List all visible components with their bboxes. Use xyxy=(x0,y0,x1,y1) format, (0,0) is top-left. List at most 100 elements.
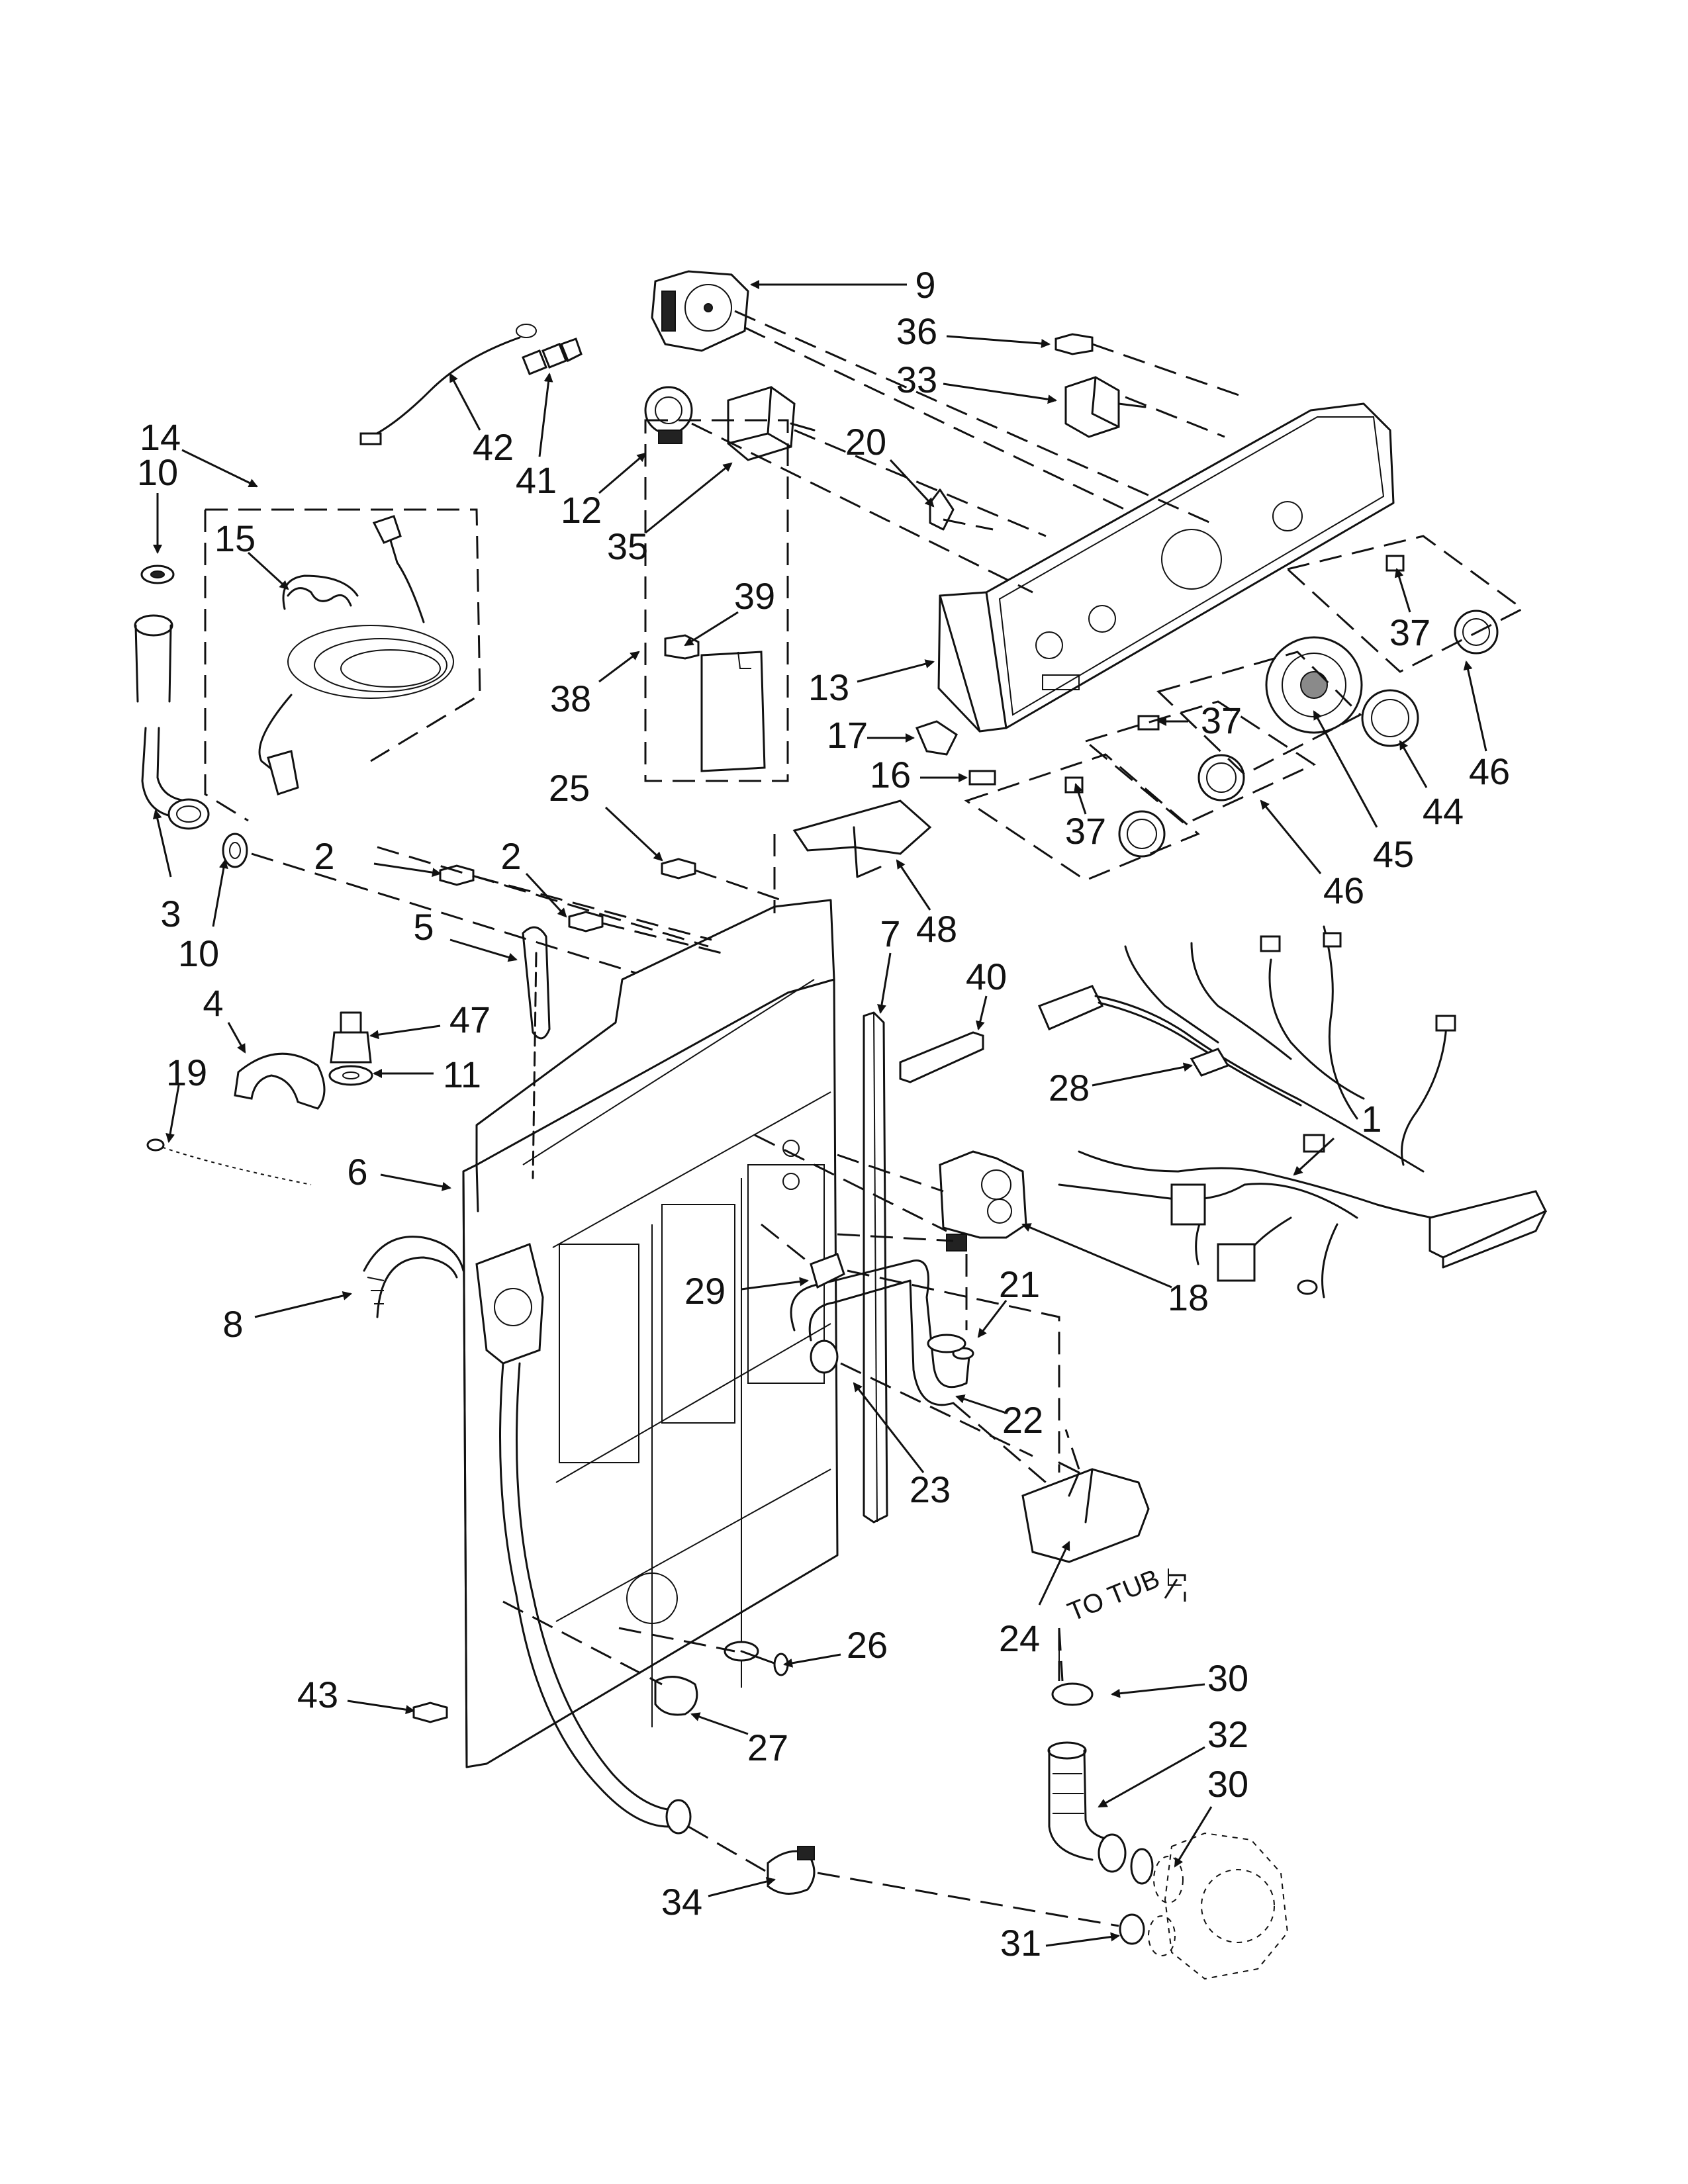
screw-43 xyxy=(412,1702,448,1723)
callout-c39: 39 xyxy=(734,575,775,617)
leader-c6 xyxy=(380,1173,451,1191)
callout-c29: 29 xyxy=(684,1270,726,1312)
leader-c29 xyxy=(741,1277,809,1291)
pressure-switch xyxy=(644,386,693,444)
cord-clamp-15 xyxy=(287,587,352,607)
leader-c38 xyxy=(598,651,640,683)
leader-c42 xyxy=(449,373,481,431)
leader-c5 xyxy=(449,938,518,962)
callout-c21: 21 xyxy=(999,1263,1040,1305)
callout-c5: 5 xyxy=(413,906,434,948)
leader-c15 xyxy=(247,551,289,590)
callout-c26: 26 xyxy=(847,1624,888,1666)
leader-c35 xyxy=(645,462,733,534)
callout-c36: 36 xyxy=(896,310,937,352)
leader-c25 xyxy=(604,806,663,862)
knob-44 xyxy=(1361,689,1419,747)
callout-c10a: 10 xyxy=(137,451,178,493)
cycle-switch xyxy=(727,386,816,461)
callout-c37b: 37 xyxy=(1201,700,1242,741)
bracket-40 xyxy=(899,1031,984,1083)
timer xyxy=(651,270,749,352)
callout-c33: 33 xyxy=(896,359,937,400)
ground-wire-42 xyxy=(359,324,537,445)
callout-c37c: 37 xyxy=(1065,810,1106,852)
callout-c48: 48 xyxy=(916,908,957,950)
wire-nuts-41 xyxy=(522,338,583,375)
leader-c36 xyxy=(946,335,1051,349)
callout-c41: 41 xyxy=(516,459,557,501)
callout-c27: 27 xyxy=(747,1727,788,1768)
dispenser-24 xyxy=(1021,1461,1150,1563)
leader-c44 xyxy=(1399,740,1428,788)
clamp-27 xyxy=(654,1676,698,1716)
drain-hose-8 xyxy=(363,1236,692,1835)
bracket-48 xyxy=(792,799,932,878)
leader-c39 xyxy=(684,611,739,647)
leader-c1 xyxy=(1293,1137,1335,1176)
callout-c14: 14 xyxy=(140,416,181,458)
cable-tie-19 xyxy=(146,1138,312,1185)
hose-clamp-34 xyxy=(767,1846,816,1895)
assembly-lines xyxy=(251,310,1245,1927)
leader-c46b xyxy=(1260,799,1322,874)
callout-c31: 31 xyxy=(1000,1922,1041,1964)
callout-c30a: 30 xyxy=(1207,1657,1248,1699)
leader-c28 xyxy=(1092,1062,1193,1087)
control-console xyxy=(937,402,1395,733)
callout-c20: 20 xyxy=(845,421,886,463)
side-channel-7 xyxy=(863,1011,888,1524)
knob-46-mid xyxy=(1197,754,1245,801)
callout-c10b: 10 xyxy=(178,933,219,974)
callout-c35: 35 xyxy=(607,525,648,567)
callout-leaders xyxy=(152,280,1487,1947)
leader-c2a xyxy=(373,862,442,878)
knob-45 xyxy=(1265,636,1363,734)
callout-c9: 9 xyxy=(915,264,935,306)
leader-c33 xyxy=(943,383,1057,404)
callout-c45: 45 xyxy=(1373,833,1414,875)
callout-c12: 12 xyxy=(561,489,602,531)
callout-c24: 24 xyxy=(999,1617,1040,1659)
callout-c23: 23 xyxy=(910,1469,951,1510)
leader-c47 xyxy=(369,1024,441,1040)
leader-c22 xyxy=(955,1394,1007,1414)
leader-c48 xyxy=(896,859,931,911)
leader-c30b xyxy=(1174,1806,1213,1868)
callout-c18: 18 xyxy=(1168,1277,1209,1318)
callout-c16: 16 xyxy=(870,754,911,796)
callout-c1: 1 xyxy=(1361,1098,1382,1140)
callout-c17: 17 xyxy=(827,714,868,756)
screw-39 xyxy=(664,634,700,660)
clip-16 xyxy=(968,770,996,786)
screw-36 xyxy=(1055,333,1094,355)
leader-c41 xyxy=(538,373,553,457)
callout-c2a: 2 xyxy=(314,835,334,877)
clamp-30-low xyxy=(1130,1848,1154,1885)
leader-c21 xyxy=(977,1300,1008,1338)
leader-c7 xyxy=(877,952,892,1014)
leader-c23 xyxy=(853,1382,925,1473)
callout-c46a: 46 xyxy=(1469,751,1510,792)
pump-hose-32 xyxy=(1047,1741,1127,1873)
clip-17 xyxy=(915,720,958,756)
leader-c34 xyxy=(708,1877,776,1897)
leader-c8 xyxy=(254,1291,352,1318)
wire-harness xyxy=(1038,925,1548,1298)
power-cord xyxy=(258,515,454,796)
leader-c26 xyxy=(783,1653,841,1668)
clamp-30-top xyxy=(1051,1682,1094,1706)
screw-2a xyxy=(439,864,475,886)
callout-c43: 43 xyxy=(297,1674,338,1715)
callout-c7: 7 xyxy=(880,913,900,954)
callout-c2b: 2 xyxy=(500,835,521,877)
callout-c6: 6 xyxy=(347,1151,367,1193)
callout-c28: 28 xyxy=(1049,1067,1090,1109)
leader-c45 xyxy=(1313,710,1378,828)
leader-c24 xyxy=(1038,1541,1070,1606)
panel-top-cap xyxy=(475,899,835,1166)
leader-c46a xyxy=(1463,660,1487,752)
leader-c12 xyxy=(598,452,647,494)
